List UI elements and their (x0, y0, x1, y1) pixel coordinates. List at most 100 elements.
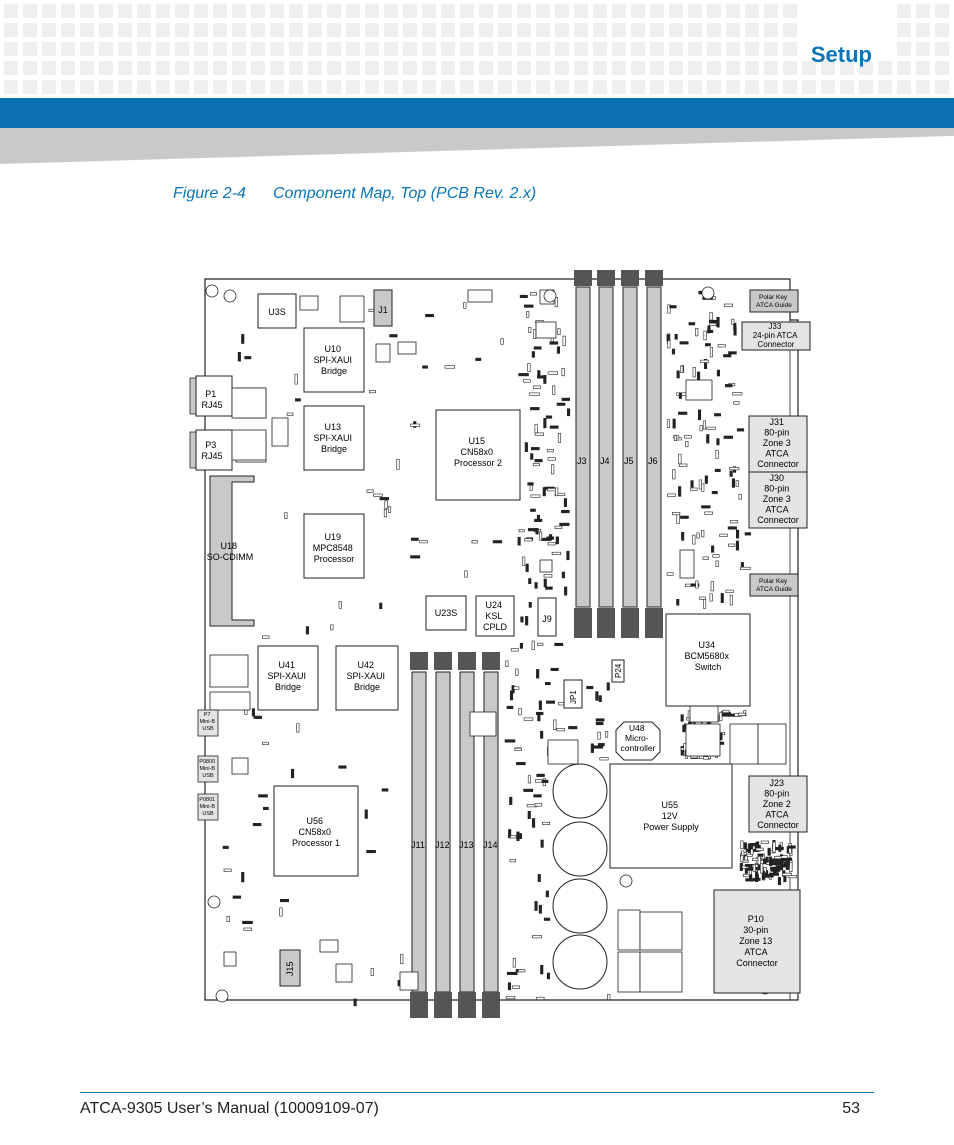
smd-part (241, 334, 245, 344)
label-p1: P1 RJ45 (201, 389, 222, 410)
smd-part (540, 730, 544, 739)
small-ic (335, 963, 353, 983)
label-j12: J12 (435, 840, 450, 850)
smd-part (566, 408, 571, 417)
smd-part (778, 844, 782, 852)
label-j3: J3 (577, 456, 587, 466)
small-ic (467, 289, 493, 303)
smd-part (564, 586, 568, 596)
smd-part (729, 594, 733, 606)
smd-part (676, 370, 680, 379)
smd-part (597, 743, 605, 747)
smd-part (728, 543, 736, 547)
dimm-slots-top (574, 270, 663, 638)
smd-part (752, 864, 756, 872)
smd-part (551, 551, 562, 556)
label-j9: J9 (542, 614, 552, 624)
label-u23s: U23S (435, 608, 458, 618)
smd-part (532, 462, 540, 467)
smd-part (463, 302, 467, 309)
smd-part (709, 312, 713, 321)
smd-part (770, 862, 781, 866)
smd-part (711, 545, 715, 553)
smd-part (678, 486, 682, 497)
smd-part (530, 453, 534, 460)
smd-part (471, 540, 478, 544)
figure-title: Component Map, Top (PCB Rev. 2.x) (273, 185, 537, 202)
smd-part (697, 409, 702, 421)
smd-part (537, 874, 541, 882)
smd-part (509, 690, 514, 701)
smd-part (396, 459, 400, 470)
label-j6: J6 (648, 456, 658, 466)
label-p24: P24 (614, 663, 623, 678)
smd-part (543, 578, 547, 588)
smd-part (722, 709, 730, 714)
label-u18: U18 SO-CDIMM (207, 541, 254, 562)
label-j13: J13 (459, 840, 474, 850)
smd-part (552, 385, 556, 395)
smd-part (680, 515, 689, 519)
smd-part (561, 367, 565, 377)
smd-part (704, 475, 708, 484)
small-ic (209, 691, 251, 711)
smd-part (672, 469, 676, 480)
smd-part (522, 556, 526, 566)
smd-part (561, 571, 565, 579)
smd-part (700, 359, 709, 363)
smd-part (279, 907, 283, 917)
smd-part (305, 626, 310, 635)
mounting-hole (215, 989, 229, 1003)
smd-part (586, 685, 594, 690)
smd-part (549, 341, 559, 345)
smd-part (512, 957, 516, 968)
smd-part (701, 505, 711, 509)
small-ic (685, 723, 721, 757)
smd-part (519, 642, 524, 649)
smd-part (547, 457, 556, 461)
smd-part (538, 531, 543, 541)
smd-part (595, 721, 604, 726)
label-u42: U42 SPI-XAUI Bridge (346, 660, 387, 692)
smd-part (540, 964, 544, 975)
small-components (205, 284, 797, 1007)
smd-part (672, 418, 676, 429)
smd-part (338, 765, 347, 769)
smd-part (232, 895, 242, 899)
smd-part (410, 423, 421, 427)
smd-part (760, 862, 764, 874)
smd-part (294, 373, 298, 385)
smd-part (715, 450, 719, 459)
smd-part (253, 715, 262, 719)
smd-part (534, 459, 543, 463)
smd-part (704, 343, 711, 347)
smd-part (703, 358, 708, 369)
smd-part (777, 876, 782, 886)
smd-part (760, 840, 769, 844)
smd-part (727, 526, 737, 530)
smd-part (738, 493, 742, 500)
smd-part (708, 319, 718, 324)
smd-part (530, 494, 541, 498)
smd-part (717, 344, 726, 348)
smd-part (556, 728, 565, 732)
smd-part (366, 489, 374, 493)
smd-part (370, 968, 374, 976)
smd-part (707, 329, 714, 334)
label-jp1: JP1 (569, 690, 578, 704)
smd-part (702, 598, 707, 609)
smd-part (400, 953, 404, 965)
smd-part (531, 818, 536, 828)
smd-part (509, 859, 516, 863)
label-u34: U34 BCM5680x Switch (684, 640, 731, 672)
smd-part (695, 327, 699, 337)
smd-part (692, 534, 696, 545)
smd-part (379, 602, 383, 609)
footer-rule (80, 1092, 874, 1093)
smd-part (533, 385, 541, 389)
smd-part (520, 616, 524, 623)
smd-part (532, 935, 542, 939)
smd-part (527, 528, 537, 532)
smd-part (731, 318, 735, 325)
smd-part (510, 835, 517, 839)
